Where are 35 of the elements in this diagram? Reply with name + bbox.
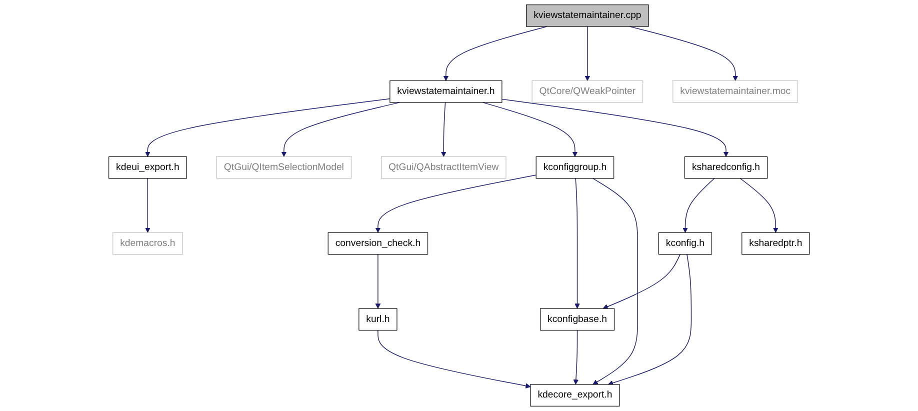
- node-box: ksharedconfig.h: [684, 156, 768, 179]
- arrow: [602, 254, 680, 310]
- node-box: kviewstatemaintainer.moc: [672, 80, 798, 103]
- node-box: conversion_check.h: [328, 232, 428, 255]
- arrow: [592, 178, 638, 385]
- arrow: [740, 178, 778, 233]
- arrow: [482, 102, 578, 157]
- node-box: kconfiggroup.h: [536, 156, 614, 179]
- arrow: [377, 330, 531, 388]
- arrow: [144, 98, 390, 157]
- node-box: QtGui/QAbstractItemView: [380, 156, 506, 179]
- arrow: [440, 102, 446, 157]
- node-box: kurl.h: [358, 308, 398, 331]
- node-box: kviewstatemaintainer.h: [390, 80, 502, 103]
- node-box: ksharedptr.h: [741, 232, 810, 255]
- arrow: [584, 26, 590, 81]
- node-box: kviewstatemaintainer.cpp: [526, 4, 649, 27]
- arrow: [375, 254, 380, 309]
- arrow: [574, 178, 580, 309]
- arrow: [501, 98, 729, 157]
- arrow: [608, 254, 692, 386]
- node-box: kdeui_export.h: [108, 156, 187, 179]
- arrow: [629, 26, 738, 81]
- arrow: [573, 330, 578, 385]
- arrow: [281, 102, 400, 157]
- node-box: kconfig.h: [658, 232, 712, 255]
- arrow: [443, 26, 548, 81]
- arrow: [375, 174, 536, 233]
- arrow: [682, 178, 715, 233]
- node-box: QtCore/QWeakPointer: [532, 80, 643, 103]
- arrow: [144, 178, 150, 233]
- node-box: kdemacros.h: [112, 232, 183, 255]
- node-box: kconfigbase.h: [540, 308, 614, 331]
- node-box: kdecore_export.h: [530, 384, 620, 406]
- node-box: QtGui/QItemSelectionModel: [216, 156, 352, 179]
